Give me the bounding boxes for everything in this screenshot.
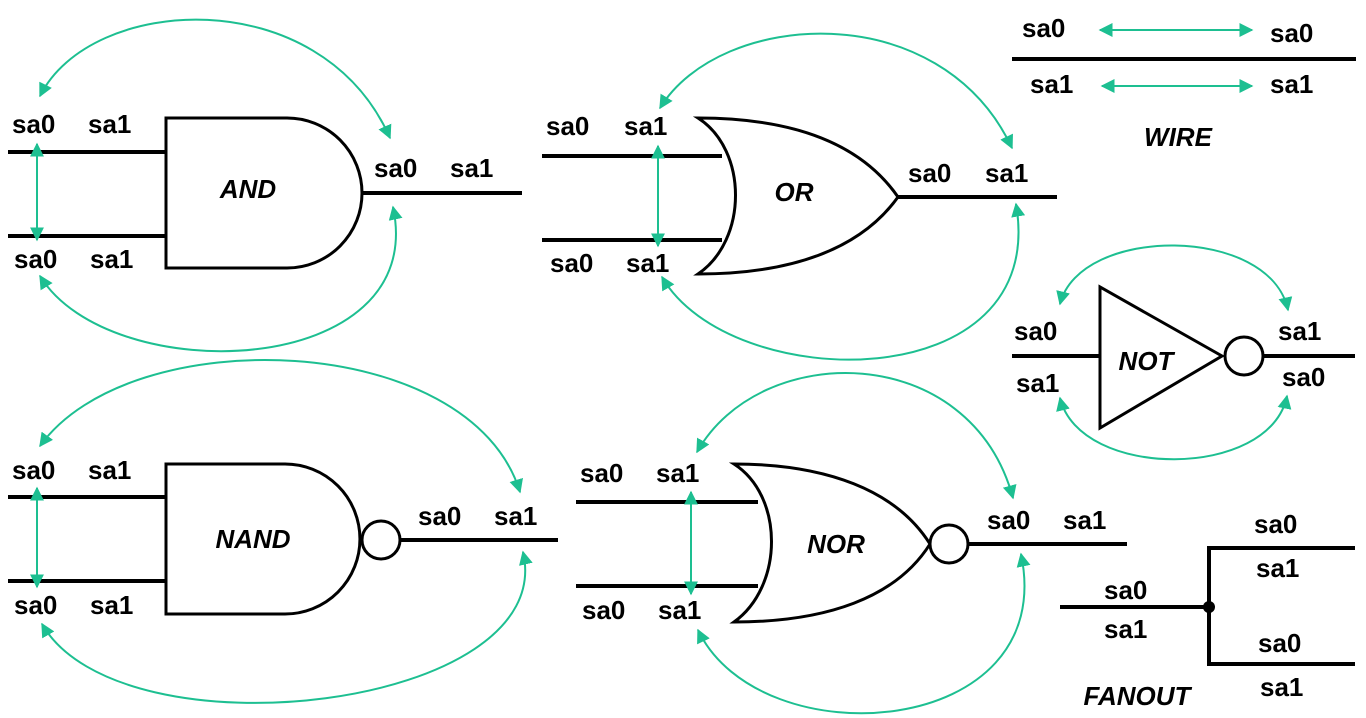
nand-top-equivalence-arc: [39, 359, 523, 494]
fanout-bottom-sa1: sa1: [1260, 672, 1303, 702]
and-gate-name: AND: [219, 174, 277, 204]
or-top-equivalence-arc: [659, 32, 1013, 150]
nor-gate-group: NOR sa0 sa1 sa0 sa1 sa0 sa1: [576, 372, 1127, 715]
and-bottom-equivalence-arc: [39, 205, 403, 353]
nand-inversion-bubble: [360, 519, 402, 561]
or-in-bottom-sa0: sa0: [550, 248, 593, 278]
nand-in-top-sa0: sa0: [12, 455, 55, 485]
and-in-bottom-sa1: sa1: [90, 244, 133, 274]
nor-out-sa1: sa1: [1063, 505, 1106, 535]
nand-in-top-sa1: sa1: [88, 455, 131, 485]
and-out-sa0: sa0: [374, 153, 417, 183]
and-top-equivalence-arc: [39, 18, 392, 140]
not-out-sa0: sa0: [1282, 362, 1325, 392]
not-gate-name: NOT: [1119, 346, 1176, 376]
or-gate-group: OR sa0 sa1 sa0 sa1 sa0 sa1: [542, 32, 1057, 361]
and-in-top-sa0: sa0: [12, 109, 55, 139]
or-in-top-sa1: sa1: [624, 111, 667, 141]
nor-out-sa0: sa0: [987, 505, 1030, 535]
nand-in-bottom-sa0: sa0: [14, 590, 57, 620]
and-gate-group: AND sa0 sa1 sa0 sa1 sa0 sa1: [8, 18, 522, 353]
fanout-group: sa0 sa1 sa0 sa1 sa0 sa1 FANOUT: [1060, 509, 1355, 711]
nand-out-sa0: sa0: [418, 501, 461, 531]
nor-inversion-bubble: [928, 523, 970, 565]
and-in-bottom-sa0: sa0: [14, 244, 57, 274]
nor-gate-name: NOR: [807, 529, 865, 559]
nand-out-sa1: sa1: [494, 501, 537, 531]
wire-bottom-left-sa1: sa1: [1030, 69, 1073, 99]
nor-bottom-equivalence-arc: [697, 552, 1031, 715]
or-in-bottom-sa1: sa1: [626, 248, 669, 278]
not-out-sa1: sa1: [1278, 316, 1321, 346]
fanout-stem-sa0: sa0: [1104, 575, 1147, 605]
nand-bottom-equivalence-arc: [41, 550, 533, 704]
wire-name: WIRE: [1144, 122, 1213, 152]
wire-bottom-right-sa1: sa1: [1270, 69, 1313, 99]
wire-top-left-sa0: sa0: [1022, 13, 1065, 43]
and-in-top-sa1: sa1: [88, 109, 131, 139]
not-gate-body: [1098, 284, 1225, 431]
not-inversion-bubble: [1223, 335, 1265, 377]
nor-in-top-sa0: sa0: [580, 458, 623, 488]
nand-gate-group: NAND sa0 sa1 sa0 sa1 sa0 sa1: [8, 359, 558, 704]
nor-in-bottom-sa1: sa1: [658, 595, 701, 625]
nand-in-bottom-sa1: sa1: [90, 590, 133, 620]
wire-group: sa0 sa0 sa1 sa1 WIRE: [1012, 13, 1356, 152]
fanout-bottom-sa0: sa0: [1258, 628, 1301, 658]
nor-in-bottom-sa0: sa0: [582, 595, 625, 625]
fanout-stem-sa1: sa1: [1104, 614, 1147, 644]
and-out-sa1: sa1: [450, 153, 493, 183]
or-out-sa1: sa1: [985, 158, 1028, 188]
or-out-sa0: sa0: [908, 158, 951, 188]
or-bottom-equivalence-arc: [661, 202, 1026, 361]
wire-top-right-sa0: sa0: [1270, 18, 1313, 48]
or-gate-name: OR: [775, 177, 814, 207]
not-in-sa1: sa1: [1016, 368, 1059, 398]
fanout-name: FANOUT: [1084, 681, 1193, 711]
nor-top-equivalence-arc: [696, 372, 1017, 500]
fanout-top-sa1: sa1: [1256, 553, 1299, 583]
or-in-top-sa0: sa0: [546, 111, 589, 141]
not-gate-group: NOT sa0 sa1 sa1 sa0: [1012, 244, 1355, 461]
nand-gate-name: NAND: [215, 524, 290, 554]
fanout-junction-dot: [1203, 601, 1215, 613]
fanout-top-sa0: sa0: [1254, 509, 1297, 539]
nor-in-top-sa1: sa1: [656, 458, 699, 488]
not-in-sa0: sa0: [1014, 316, 1057, 346]
not-top-equivalence-arc: [1056, 244, 1293, 312]
not-bottom-equivalence-arc: [1056, 394, 1292, 461]
